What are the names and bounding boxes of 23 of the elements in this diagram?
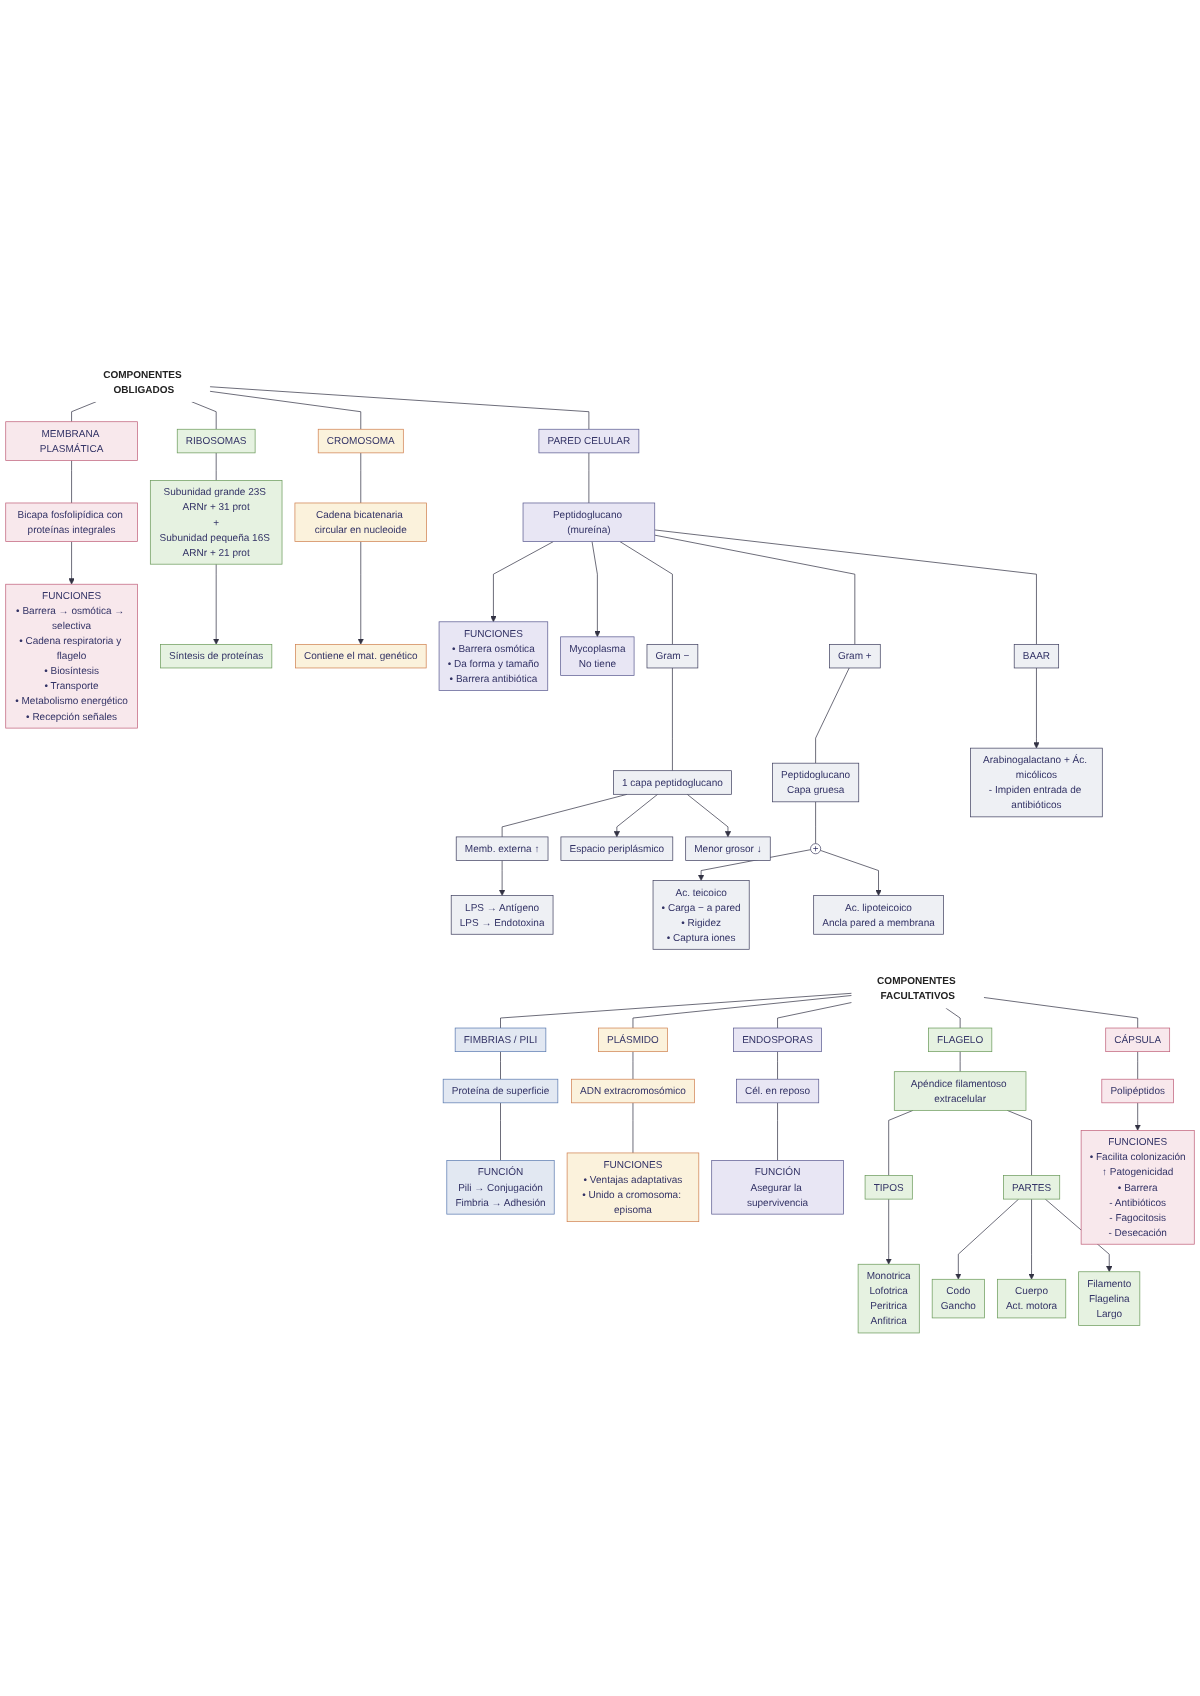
connector — [945, 1007, 961, 1029]
connector — [1137, 1051, 1139, 1080]
connector — [619, 541, 673, 645]
connector — [500, 992, 853, 1029]
connector — [654, 529, 1037, 645]
connector — [672, 667, 673, 772]
connector — [501, 793, 628, 838]
connector — [654, 534, 856, 645]
connector — [777, 1002, 853, 1029]
connector — [209, 386, 590, 430]
connector — [500, 1102, 501, 1161]
connector — [500, 1051, 501, 1080]
connector — [71, 401, 97, 423]
connector — [632, 995, 853, 1029]
connector — [777, 1102, 778, 1161]
connector — [815, 801, 816, 844]
connector — [888, 1110, 914, 1176]
connector — [983, 997, 1139, 1029]
connector — [1006, 1110, 1032, 1176]
connector — [815, 667, 850, 764]
connector — [777, 1051, 778, 1080]
connector — [71, 460, 72, 504]
connector — [209, 390, 362, 430]
